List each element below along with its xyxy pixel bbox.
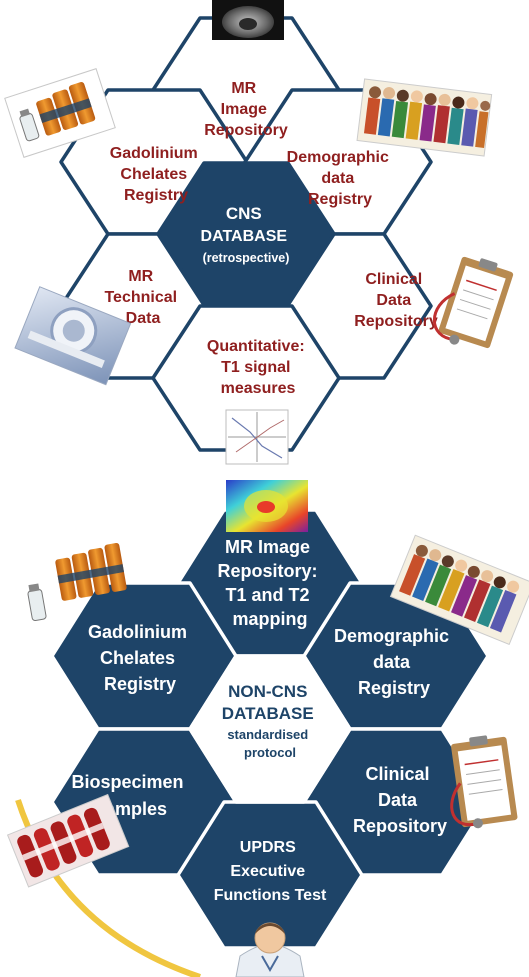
mri-scanner-icon [14,286,132,386]
noncns-hex-center [188,654,352,804]
noncns-updrs-label: UPDRS Executive Functions Test [214,839,327,904]
cns-diagram: CNS DATABASE (retrospective) MR Image Re… [4,0,514,465]
brain-mri-thumbnail-icon [212,0,284,40]
cns-hex-quantitative [151,304,341,452]
cns-clinical-label: Clinical Data Repository [354,271,438,330]
signal-plot-icon [225,409,289,465]
cns-demographic-label: Demographic data Registry [287,149,394,208]
cns-gadolinium-label: Gadolinium Chelates Registry [110,145,202,204]
noncns-hex-updrs [176,800,364,950]
cns-center-label: CNS DATABASE (retrospective) [201,204,292,265]
colour-t1-map-icon [226,480,308,532]
doctor-avatar-icon [235,922,305,977]
noncns-mr-image-label: MR Image Repository: T1 and T2 mapping [217,537,322,629]
blood-sample-tubes-icon [6,793,130,888]
clipboard-stethoscope-icon [432,256,514,349]
people-crowd-icon-2 [389,534,529,646]
noncns-clinical-label: Clinical Data Repository [353,764,447,836]
people-crowd-icon [356,78,493,157]
cns-mr-image-label: MR Image Repository [204,80,288,139]
cns-mr-technical-label: MR Technical Data [104,268,181,327]
cns-hex-center [156,161,336,307]
cns-quantitative-label: Quantitative: T1 signal measures [207,338,309,397]
noncns-demographic-label: Demographic data Registry [334,626,454,698]
clipboard-stethoscope-icon-2 [450,735,518,829]
noncns-gadolinium-label: Gadolinium Chelates Registry [88,622,192,694]
contrast-vials-icon-2 [27,542,127,622]
non-cns-diagram: NON-CNS DATABASE standardised protocol M… [6,480,529,977]
noncns-center-label: NON-CNS DATABASE standardised protocol [222,682,318,760]
contrast-vials-icon [4,68,116,158]
